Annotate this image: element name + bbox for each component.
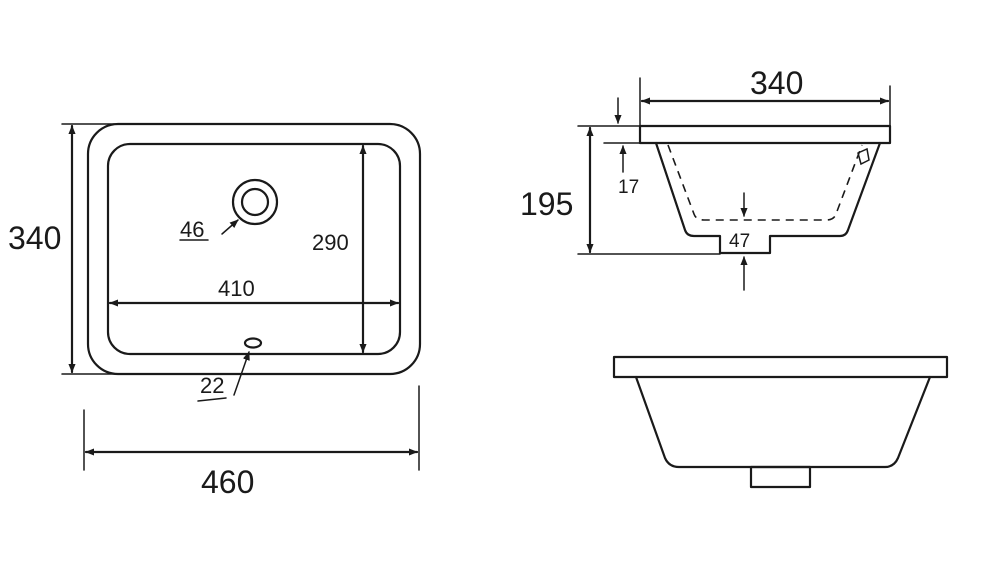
overflow-leader-arrow [233, 351, 250, 396]
drain-diameter-label: 46 [180, 217, 204, 242]
top-view: 46 22 340 290 410 460 [8, 122, 422, 500]
rim-slab [638, 124, 892, 145]
outer-width-label: 460 [201, 464, 254, 500]
drain-inner-circle [240, 187, 270, 217]
drain-outer-circle [231, 178, 279, 226]
basin-outer-outline [86, 122, 422, 376]
front-drain-outlet [749, 465, 812, 489]
section-height-label: 195 [520, 186, 573, 222]
inner-depth-label: 290 [312, 230, 349, 255]
side-section-view: 340 195 17 47 [520, 65, 892, 291]
inner-width-label: 410 [218, 276, 255, 301]
front-bowl-outline [634, 375, 932, 469]
front-elevation-view [612, 355, 949, 489]
overflow-notch [857, 147, 870, 166]
basin-inner-outline [106, 142, 402, 356]
overflow-label-underline [197, 397, 227, 402]
drain-leader-arrow [221, 219, 239, 235]
rim-thickness-label: 17 [618, 177, 639, 198]
overflow-diameter-label: 22 [200, 373, 224, 398]
front-rim [612, 355, 949, 379]
outer-depth-label: 340 [8, 220, 61, 256]
bottom-thickness-label: 47 [729, 231, 750, 252]
overflow-hole [243, 337, 263, 349]
section-width-label: 340 [750, 65, 803, 101]
bowl-inner-dashed-profile [667, 144, 863, 221]
bowl-outer-profile [654, 141, 882, 255]
